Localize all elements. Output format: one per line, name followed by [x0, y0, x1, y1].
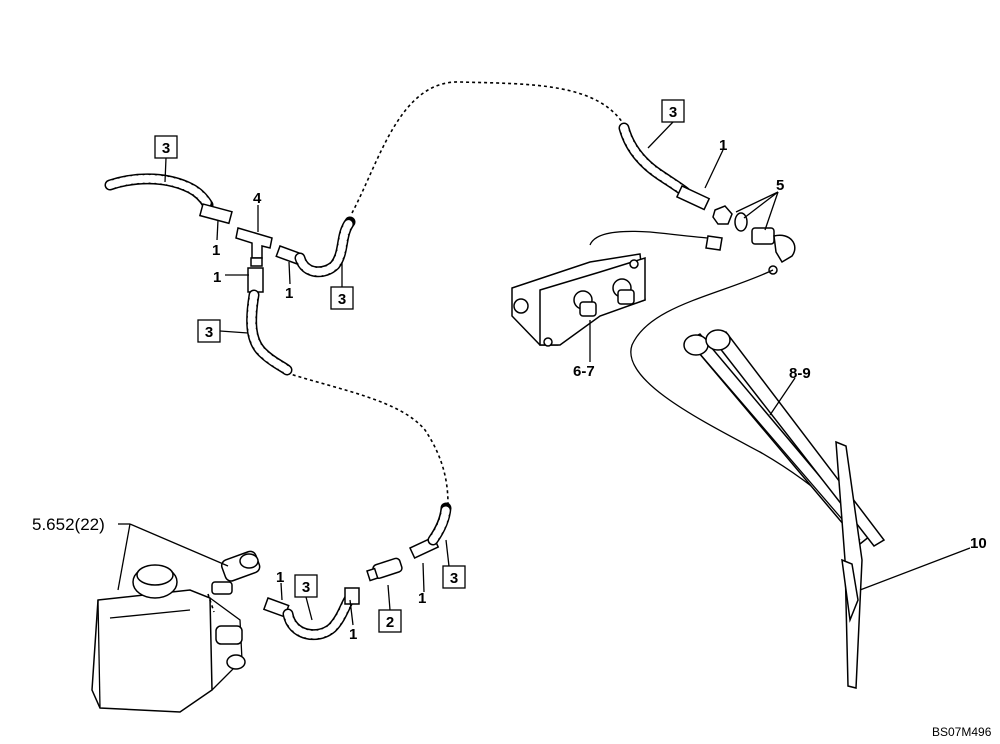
callout-hose-middle: 3 — [330, 286, 354, 310]
label-motor: 6-7 — [573, 363, 595, 380]
callout-text: 3 — [302, 579, 310, 596]
nozzle-parts — [712, 205, 796, 275]
callout-hose-top-left: 3 — [154, 135, 178, 159]
tube-bottom-right — [409, 502, 452, 559]
label-reservoir-ref: 5.652(22) — [32, 515, 105, 534]
label-tee: 4 — [253, 190, 262, 207]
dashed-tubing — [286, 81, 627, 506]
label-tube-1: 1 — [719, 137, 727, 154]
washer-pump — [207, 550, 261, 670]
wiper-blade — [835, 440, 863, 689]
hose-bottom-coil — [262, 587, 360, 641]
washer-reservoir — [91, 564, 243, 713]
callout-text: 3 — [450, 570, 458, 587]
label-tube-1: 1 — [212, 242, 220, 259]
callout-text: 3 — [669, 104, 677, 121]
label-arm: 8-9 — [789, 365, 811, 382]
check-valve — [366, 557, 403, 582]
label-tube-1: 1 — [276, 569, 284, 586]
callout-text: 3 — [205, 324, 213, 341]
callout-hose-left: 3 — [197, 319, 221, 343]
hose-left-vertical — [246, 267, 293, 376]
washer-tube-wire — [630, 269, 851, 521]
callout-text: 3 — [338, 291, 346, 308]
callout-hose-top-right: 3 — [661, 99, 685, 123]
label-tube-1: 1 — [285, 285, 293, 302]
label-tube-1: 1 — [213, 269, 221, 286]
tee-connector — [235, 227, 273, 267]
callout-hose-bottom-right: 3 — [442, 565, 466, 589]
wiper-motor — [511, 230, 723, 347]
hose-top-right — [618, 122, 711, 211]
callout-valve: 2 — [378, 609, 402, 633]
label-tube-1: 1 — [349, 626, 357, 643]
hose-top-left — [104, 173, 233, 225]
leader-lines — [117, 121, 971, 626]
hose-middle-coil — [275, 216, 356, 278]
callout-hose-bottom: 3 — [294, 574, 318, 598]
drawing-code: BS07M496 — [932, 725, 992, 739]
label-tube-1: 1 — [418, 590, 426, 607]
callout-text: 2 — [386, 614, 394, 631]
label-nozzle: 5 — [776, 177, 784, 194]
label-blade: 10 — [970, 535, 987, 552]
callout-text: 3 — [162, 140, 170, 157]
